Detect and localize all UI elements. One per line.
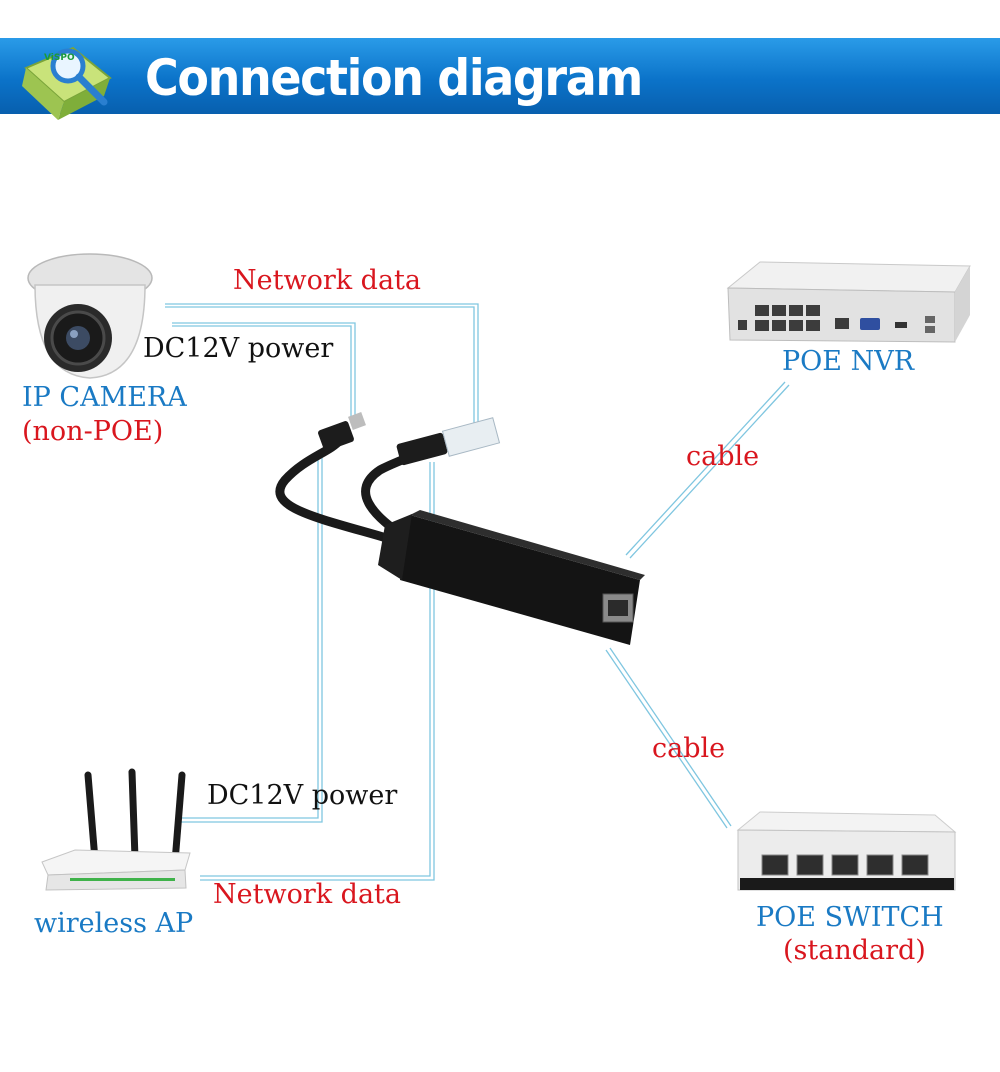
camera-network-data-label: Network data (233, 265, 421, 296)
magnifier-book-icon: ViSPO (18, 30, 138, 130)
ap-dc-power-label: DC12V power (207, 780, 398, 811)
nvr-cable-label: cable (686, 441, 760, 472)
wireless-ap-image (41, 768, 191, 891)
ap-network-data-label: Network data (213, 879, 401, 910)
ip-camera-note: (non-POE) (22, 416, 164, 447)
header-banner (0, 38, 1000, 114)
wireless-ap-label: wireless AP (34, 908, 194, 939)
poe-splitter (275, 412, 645, 645)
poe-switch-image (736, 811, 957, 891)
connector-lines (165, 303, 790, 881)
ip-camera-image (27, 253, 153, 379)
logo-text: ViSPO (44, 53, 75, 63)
poe-switch-label: POE SWITCH (756, 902, 944, 933)
poe-switch-note: (standard) (783, 935, 926, 966)
poe-nvr-image (726, 261, 971, 343)
camera-dc-power-label: DC12V power (143, 333, 334, 364)
page-title: Connection diagram (145, 49, 643, 107)
ip-camera-label: IP CAMERA (22, 382, 187, 413)
switch-cable-label: cable (652, 733, 726, 764)
poe-nvr-label: POE NVR (782, 346, 915, 377)
